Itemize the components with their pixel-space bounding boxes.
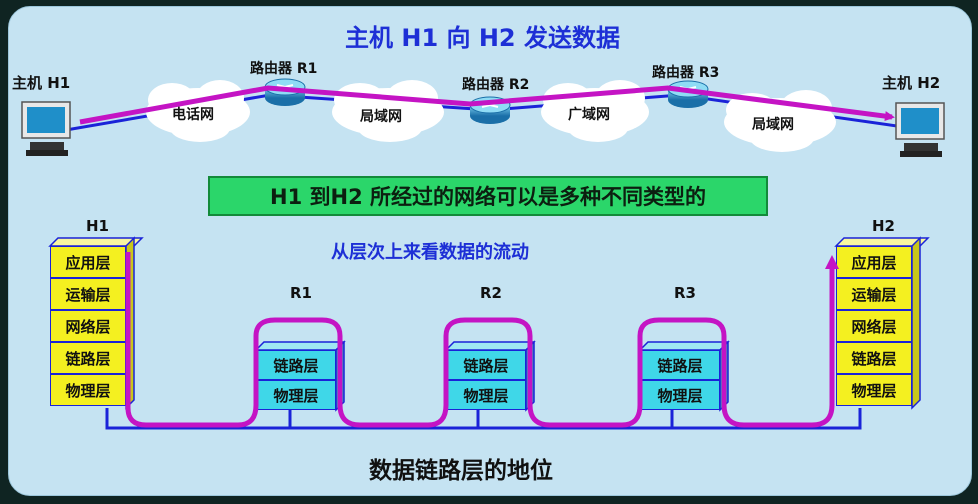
layer-box-h2: 链路层 (836, 342, 912, 374)
layer-box-r2: 链路层 (446, 350, 526, 380)
page-title: 主机 H1 向 H2 发送数据 (345, 24, 620, 52)
layer-box-h2: 运输层 (836, 278, 912, 310)
layer-box-h2: 应用层 (836, 246, 912, 278)
physical-links (105, 408, 862, 430)
stack-label-r3: R3 (674, 284, 696, 302)
layer-box-h1: 网络层 (50, 310, 126, 342)
computer-icon (895, 102, 945, 157)
layer-box-h1: 物理层 (50, 374, 126, 406)
network-types-banner: H1 到H2 所经过的网络可以是多种不同类型的 (208, 176, 768, 216)
host-right-label: 主机 H2 (882, 74, 941, 92)
layer-box-h2: 网络层 (836, 310, 912, 342)
layer-box-h2: 物理层 (836, 374, 912, 406)
layer-box-r3: 物理层 (640, 380, 720, 410)
cloud-label-phone: 电话网 (172, 107, 214, 123)
slide-caption: 数据链路层的地位 (369, 458, 553, 484)
stack-label-h2: H2 (872, 217, 895, 235)
host-stack-h2 (834, 236, 930, 410)
router-label-3: 路由器 R3 (652, 65, 720, 81)
computer-icon (21, 101, 71, 156)
stack-label-r1: R1 (290, 284, 312, 302)
cloud-phone-network (146, 80, 250, 142)
layer-box-h1: 链路层 (50, 342, 126, 374)
layer-flow-subtitle: 从层次上来看数据的流动 (331, 242, 529, 263)
layer-box-h1: 运输层 (50, 278, 126, 310)
router-label-1: 路由器 R1 (250, 61, 318, 77)
host-left-label: 主机 H1 (12, 74, 71, 92)
layer-box-h1: 应用层 (50, 246, 126, 278)
layer-box-r2: 物理层 (446, 380, 526, 410)
router-label-2: 路由器 R2 (462, 77, 530, 93)
cloud-label-lan1: 局域网 (360, 109, 402, 125)
data-flow-arrow (79, 85, 895, 125)
cloud-label-lan2: 局域网 (752, 117, 794, 133)
cloud-label-wan: 广域网 (568, 107, 610, 123)
layer-box-r3: 链路层 (640, 350, 720, 380)
layer-box-r1: 物理层 (256, 380, 336, 410)
stack-label-h1: H1 (86, 217, 109, 235)
stack-label-r2: R2 (480, 284, 502, 302)
layer-box-r1: 链路层 (256, 350, 336, 380)
